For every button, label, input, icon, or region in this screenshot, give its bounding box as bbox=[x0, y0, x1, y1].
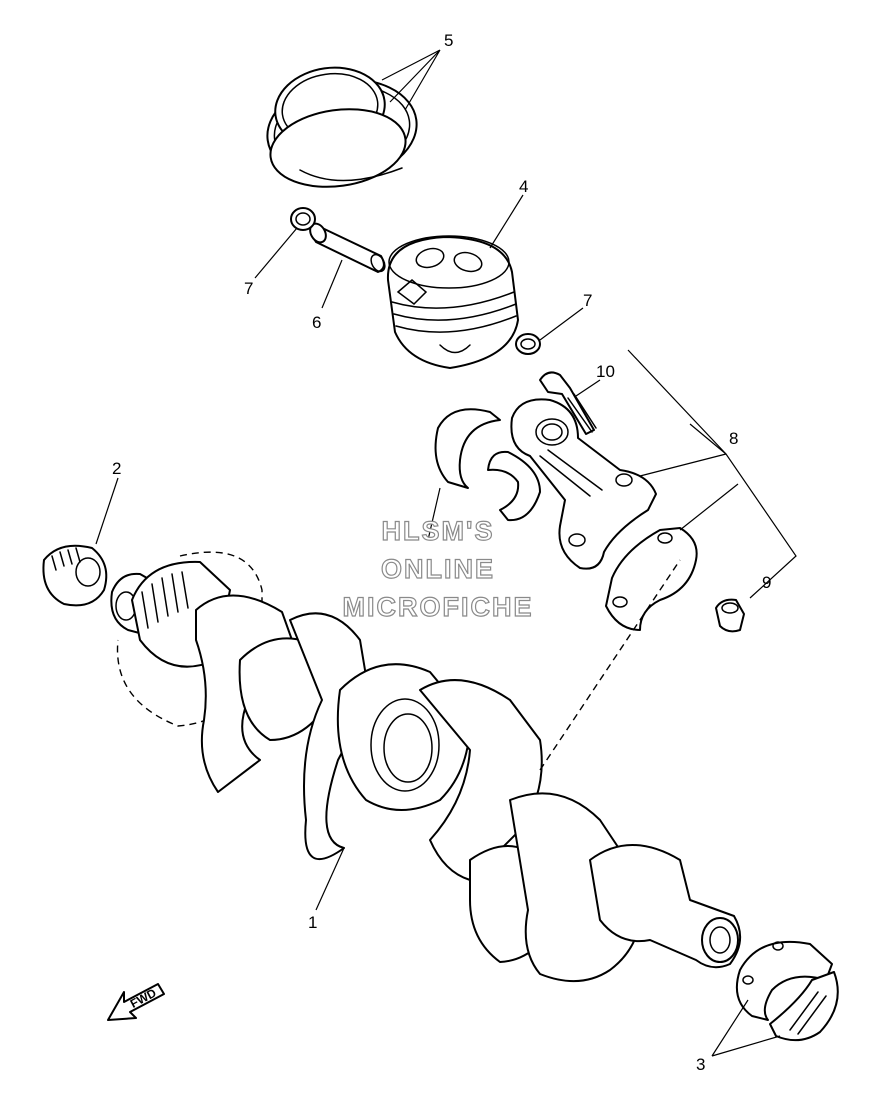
fwd-direction-marker: FWD bbox=[107, 983, 165, 1021]
callout-8: 8 bbox=[729, 429, 738, 448]
circlip-left[interactable] bbox=[290, 207, 316, 231]
connecting-rod[interactable] bbox=[510, 398, 657, 570]
crankshaft[interactable] bbox=[110, 551, 741, 983]
main-bearings[interactable] bbox=[736, 940, 839, 1042]
callout-7-right: 7 bbox=[583, 291, 592, 310]
callout-2: 2 bbox=[112, 459, 121, 478]
watermark-line-1: HLSM'S bbox=[382, 516, 495, 546]
rod-bolt[interactable] bbox=[539, 371, 597, 435]
callout-numbers: 5 4 7 6 7 10 8 2 9 1 3 bbox=[112, 31, 771, 1074]
leader-lines bbox=[95, 49, 797, 1057]
callout-6: 6 bbox=[312, 313, 321, 332]
piston-pin[interactable] bbox=[307, 221, 388, 274]
callout-4: 4 bbox=[519, 177, 528, 196]
rod-nut[interactable] bbox=[715, 598, 745, 633]
callout-9: 9 bbox=[762, 573, 771, 592]
piston-rings[interactable] bbox=[261, 61, 423, 195]
callout-7-left: 7 bbox=[244, 279, 253, 298]
callout-3: 3 bbox=[696, 1055, 705, 1074]
rod-cap-bearing[interactable] bbox=[605, 527, 698, 631]
rod-bearing-upper[interactable] bbox=[434, 408, 541, 522]
watermark: HLSM'S ONLINE MICROFICHE bbox=[342, 515, 534, 622]
callout-5: 5 bbox=[444, 31, 453, 50]
watermark-line-3: MICROFICHE bbox=[343, 592, 534, 622]
crank-gear-bearing[interactable] bbox=[42, 544, 108, 607]
circlip-right[interactable] bbox=[515, 333, 541, 355]
watermark-line-2: ONLINE bbox=[381, 554, 495, 584]
piston[interactable] bbox=[386, 235, 519, 369]
callout-10: 10 bbox=[596, 362, 615, 381]
callout-1: 1 bbox=[308, 913, 317, 932]
